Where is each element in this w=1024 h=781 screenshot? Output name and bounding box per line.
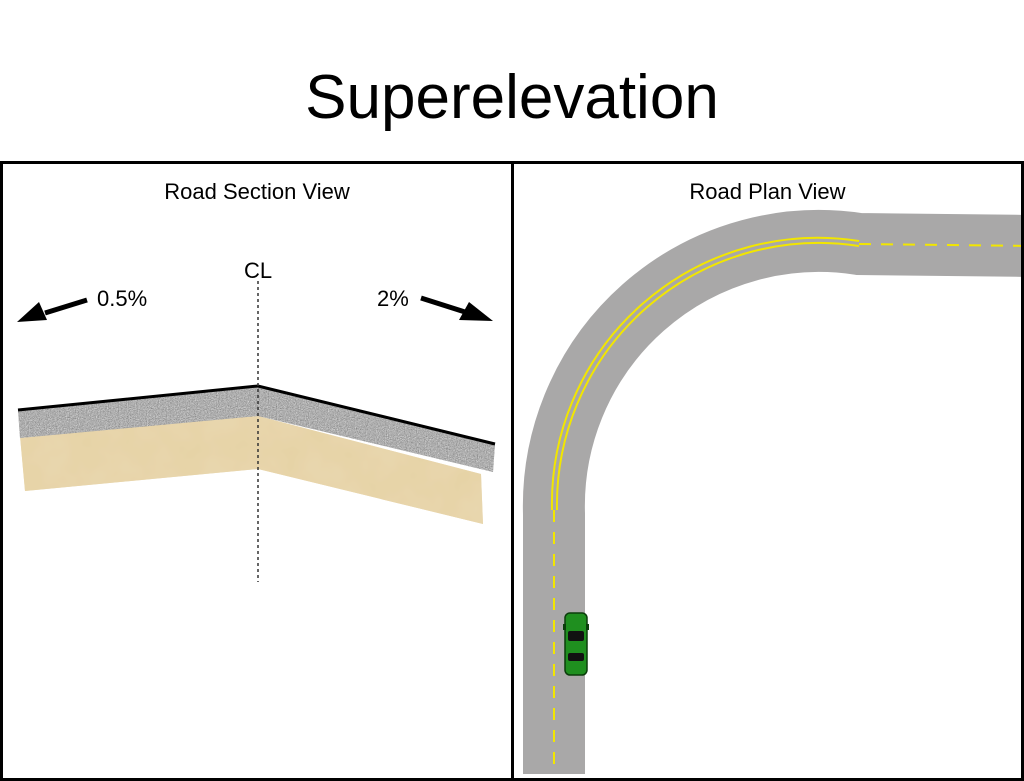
centerline-label: CL bbox=[244, 258, 272, 283]
road-section-diagram: CL 0.5% 2% bbox=[17, 258, 496, 582]
center-line-double-curve bbox=[550, 236, 860, 511]
center-line-double-curve-inner bbox=[555, 241, 860, 511]
left-slope-arrow bbox=[17, 297, 88, 322]
section-view-label: Road Section View bbox=[164, 179, 350, 204]
road-plan-panel: Road Plan View bbox=[511, 161, 1024, 781]
right-slope-arrow bbox=[420, 295, 493, 321]
subgrade-texture bbox=[20, 416, 483, 524]
right-slope-label: 2% bbox=[377, 286, 409, 311]
center-line-dashed-upper bbox=[858, 243, 1021, 247]
left-slope-label: 0.5% bbox=[97, 286, 147, 311]
aggregate-texture bbox=[18, 386, 495, 472]
car-icon bbox=[563, 612, 589, 676]
road-plan-diagram bbox=[522, 209, 1021, 774]
road-asphalt bbox=[522, 209, 1021, 774]
plan-view-label: Road Plan View bbox=[689, 179, 846, 204]
slide-title: Superelevation bbox=[305, 63, 719, 132]
road-section-panel: Road Section View bbox=[0, 161, 514, 781]
